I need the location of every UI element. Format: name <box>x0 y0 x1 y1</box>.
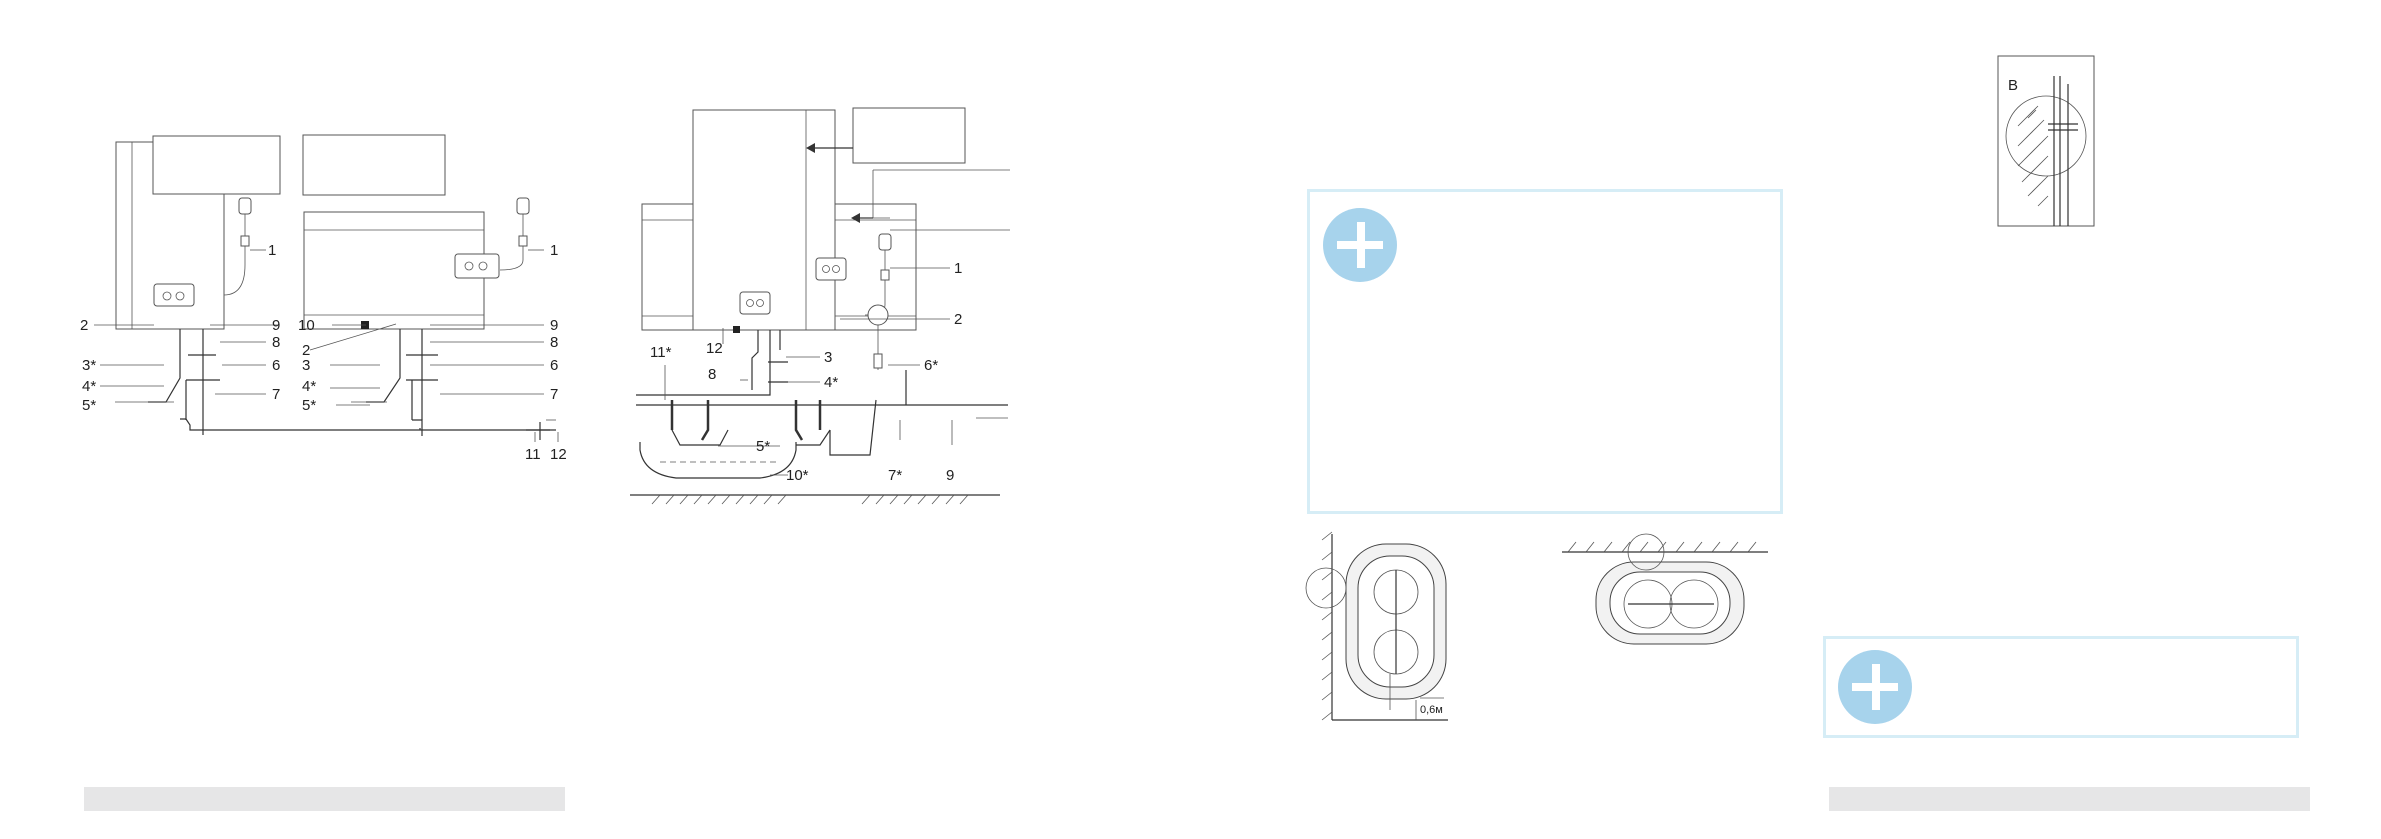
label-m4: 4* <box>824 374 838 391</box>
clearance-label: 0,6м <box>1420 704 1443 716</box>
installation-diagram-middle: 1 2 3 4* 6* 11* 12 8 5* 10* 7* 9 <box>630 107 1010 505</box>
label-2b: 2 <box>302 342 310 359</box>
label-6a: 6 <box>272 357 280 374</box>
label-11: 11 <box>525 446 541 463</box>
label-1b: 1 <box>550 242 558 259</box>
label-m10: 10* <box>786 467 809 484</box>
footer-bar-left <box>84 787 565 811</box>
label-12: 12 <box>550 446 567 463</box>
label-9b: 9 <box>550 317 558 334</box>
label-m8: 8 <box>708 366 716 383</box>
mounting-diagram-horizontal <box>1562 533 1768 645</box>
label-m5: 5* <box>756 438 770 455</box>
label-1a: 1 <box>268 242 276 259</box>
label-m2: 2 <box>954 311 962 328</box>
label-3a: 3* <box>82 357 96 374</box>
label-m11: 11* <box>650 344 672 361</box>
label-5a: 5* <box>82 397 96 414</box>
label-4a: 4* <box>82 378 96 395</box>
label-6b: 6 <box>550 357 558 374</box>
label-7b: 7 <box>550 386 558 403</box>
plus-icon <box>1323 208 1397 282</box>
label-m7: 7* <box>888 467 902 484</box>
label-m1: 1 <box>954 260 962 277</box>
label-10b: 10 <box>298 317 315 334</box>
plus-icon <box>1838 650 1912 724</box>
label-8a: 8 <box>272 334 280 351</box>
installation-diagram-left: 1 2 3* 4* 5* 9 8 6 7 10 2 3 4* 5* 1 9 8 … <box>80 134 567 463</box>
label-8b: 8 <box>550 334 558 351</box>
detail-b-label: B <box>2008 77 2018 94</box>
label-5b: 5* <box>302 397 316 414</box>
label-7a: 7 <box>272 386 280 403</box>
footer-bar-right <box>1829 787 2310 811</box>
detail-b-diagram: B <box>1997 55 2095 227</box>
label-2a: 2 <box>80 317 88 334</box>
label-m12: 12 <box>706 340 723 357</box>
label-m6: 6* <box>924 357 938 374</box>
label-3b: 3 <box>302 357 310 374</box>
label-9a: 9 <box>272 317 280 334</box>
label-4b: 4* <box>302 378 316 395</box>
label-m9: 9 <box>946 467 954 484</box>
mounting-diagram-vertical: 0,6м <box>1305 531 1448 721</box>
label-m3: 3 <box>824 349 832 366</box>
